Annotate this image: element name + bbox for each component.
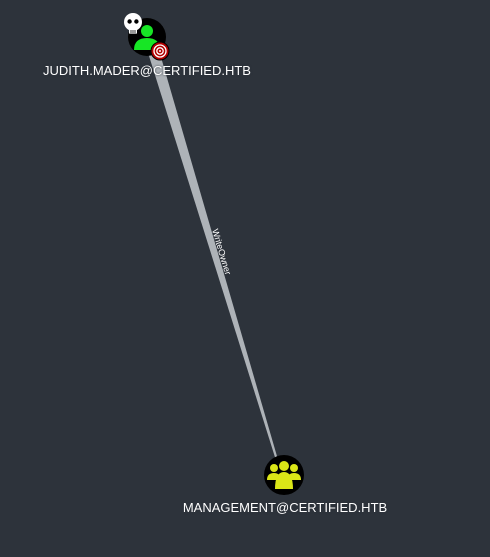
target-icon [150,41,170,61]
skull-icon [124,13,142,34]
node-user[interactable] [124,13,170,61]
node-group[interactable] [264,455,304,495]
source-node-label: JUDITH.MADER@CERTIFIED.HTB [43,63,251,78]
edge-writeowner[interactable]: WriteOwner [144,40,281,470]
group-icon [267,461,301,489]
edge-line[interactable] [144,40,281,470]
target-node-label: MANAGEMENT@CERTIFIED.HTB [182,500,388,515]
